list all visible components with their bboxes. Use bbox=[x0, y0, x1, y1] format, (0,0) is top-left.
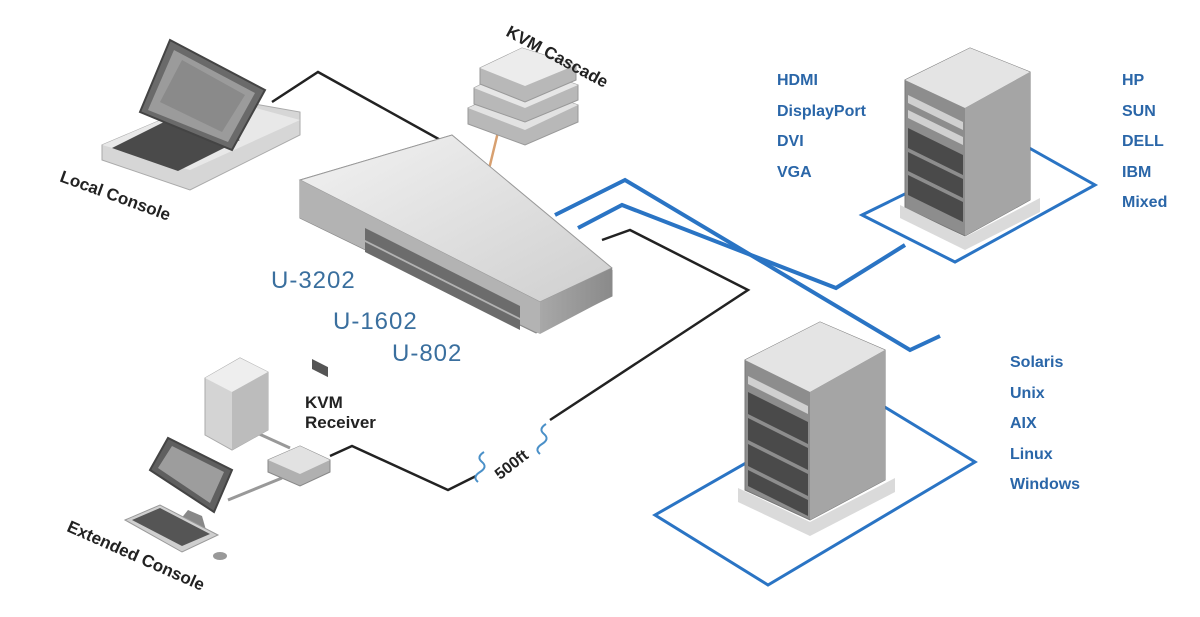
kvm-switch-icon bbox=[298, 134, 613, 378]
video-interface-item: VGA bbox=[777, 163, 812, 181]
operating-system-item: Linux bbox=[1010, 445, 1053, 463]
cable-break-squiggle-left bbox=[474, 451, 486, 483]
switch-port-array bbox=[365, 228, 520, 330]
extension-cable bbox=[549, 228, 751, 422]
server-rack-icon bbox=[738, 321, 895, 536]
video-interface-list: HDMI DisplayPort DVI VGA bbox=[777, 66, 866, 188]
kvm-cascade-icon bbox=[467, 47, 579, 146]
model-label: U-3202 bbox=[271, 267, 356, 294]
server-vendor-item: DELL bbox=[1122, 133, 1164, 150]
kvm-receiver-label-line2: Receiver bbox=[305, 413, 376, 432]
server-vendor-list: HP SUN DELL IBM Mixed bbox=[1122, 66, 1167, 219]
server-vendor-item: Mixed bbox=[1122, 194, 1168, 211]
cables bbox=[227, 70, 941, 502]
upper-server-blue-cable bbox=[554, 177, 941, 353]
monitor-to-receiver-cable bbox=[227, 476, 283, 502]
desktop-computer-icon bbox=[123, 357, 269, 560]
lower-server-blue-cable bbox=[577, 202, 907, 291]
operating-system-item: Unix bbox=[1010, 384, 1045, 402]
model-label: U-802 bbox=[392, 340, 463, 367]
operating-system-item: Windows bbox=[1010, 476, 1081, 493]
kvm-receiver-icon bbox=[267, 445, 331, 487]
server-vendor-item: HP bbox=[1122, 72, 1145, 89]
server-rack-icon bbox=[900, 47, 1040, 250]
model-label: U-1602 bbox=[333, 308, 418, 335]
operating-system-item: AIX bbox=[1010, 415, 1037, 432]
server-vendor-item: IBM bbox=[1122, 163, 1152, 181]
video-interface-item: DisplayPort bbox=[777, 102, 866, 120]
operating-system-item: Solaris bbox=[1010, 354, 1064, 371]
video-interface-item: HDMI bbox=[777, 72, 818, 89]
kvm-receiver-label: KVM Receiver bbox=[305, 393, 376, 433]
receiver-cable bbox=[329, 444, 477, 492]
server-vendor-item: SUN bbox=[1122, 102, 1156, 120]
kvm-receiver-label-line1: KVM bbox=[305, 393, 343, 412]
video-interface-item: DVI bbox=[777, 133, 804, 150]
cable-break-squiggle-right bbox=[536, 423, 548, 455]
laptop-console-icon bbox=[101, 38, 301, 191]
operating-system-list: Solaris Unix AIX Linux Windows bbox=[1010, 348, 1080, 501]
